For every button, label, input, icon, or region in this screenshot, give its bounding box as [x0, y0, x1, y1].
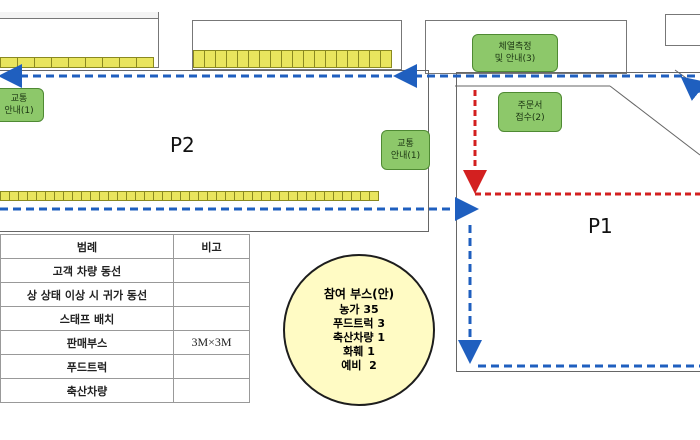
p1-area [456, 72, 700, 372]
p1-bottom-edge [456, 371, 700, 372]
p1-top-edge [456, 72, 700, 73]
booths-item: 축산차량 1 [333, 331, 385, 344]
staff-temperature-check: 체열측정 및 안내(3) [472, 34, 558, 72]
staff-traffic-guide-center-line2: 안내(1) [390, 151, 421, 161]
staff-temperature-check-line1: 체열측정 [498, 42, 532, 52]
staff-traffic-guide-left-line1: 교통 [10, 94, 28, 104]
legend-row-note [173, 354, 250, 379]
legend-header-label: 범례 [0, 234, 174, 259]
booth-cell [380, 50, 392, 68]
legend-header-note: 비고 [173, 234, 250, 259]
booth-cell [136, 57, 154, 68]
booths-item: 예비 2 [341, 359, 377, 372]
customer-route-corner [680, 76, 700, 101]
staff-temperature-check-line2: 및 안내(3) [494, 54, 536, 64]
staff-traffic-guide-center-line1: 교통 [397, 139, 414, 149]
legend-row-label: 스태프 배치 [0, 306, 174, 331]
staff-traffic-guide-left: 교통 안내(1) [0, 88, 44, 122]
p1-diagonal-edge [609, 85, 700, 156]
legend-row-note [173, 282, 250, 307]
top-right-structure-2 [665, 14, 700, 46]
legend-table: 범례 비고 고객 차량 동선 상 상태 이상 시 귀가 동선 스태프 배치 판매… [0, 234, 250, 403]
top-right-diagonal [674, 69, 700, 89]
booths-item: 화훼 1 [343, 345, 375, 358]
booths-title: 참여 부스(안) [323, 287, 395, 301]
legend-row-note: 3M×3M [173, 330, 250, 355]
legend-row-label: 푸드트럭 [0, 354, 174, 379]
zone-p1-label: P1 [588, 214, 613, 238]
legend-row-label: 축산차량 [0, 378, 174, 403]
booths-item: 푸드트럭 3 [333, 317, 385, 330]
top-left-strip [0, 12, 158, 19]
staff-order-reception-line1: 주문서 [517, 101, 543, 111]
legend-row-label: 판매부스 [0, 330, 174, 355]
legend-row-note [173, 378, 250, 403]
legend-row-label: 고객 차량 동선 [0, 258, 174, 283]
legend-row-note [173, 306, 250, 331]
staff-traffic-guide-left-line2: 안내(1) [4, 106, 34, 116]
staff-order-reception-line2: 접수(2) [515, 113, 545, 123]
legend-row-note [173, 258, 250, 283]
staff-traffic-guide-center: 교통 안내(1) [381, 130, 430, 170]
staff-order-reception: 주문서 접수(2) [498, 92, 562, 132]
legend-row-label: 상 상태 이상 시 귀가 동선 [0, 282, 174, 307]
booth-cell [369, 191, 379, 201]
zone-p2-label: P2 [170, 133, 195, 157]
top-right-structure [425, 20, 627, 74]
top-center-structure [192, 20, 402, 70]
participating-booths-circle: 참여 부스(안) 농가 35 푸드트럭 3 축산차량 1 화훼 1 예비 2 [283, 254, 435, 406]
booths-item: 농가 35 [339, 303, 379, 316]
